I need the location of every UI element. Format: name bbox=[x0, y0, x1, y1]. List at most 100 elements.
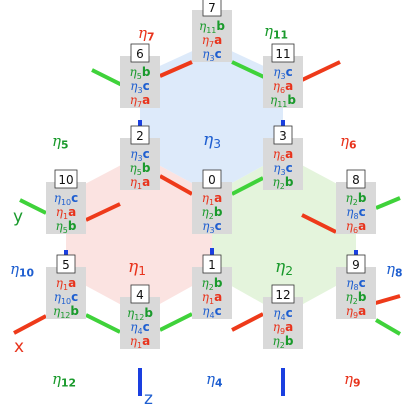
plaquette-label-eta9: η9 bbox=[344, 370, 361, 390]
axis-label-z: z bbox=[144, 389, 153, 409]
node-operator-row: η1a bbox=[202, 191, 222, 207]
node-background bbox=[263, 56, 303, 108]
plaquette-label-eta11: η11 bbox=[264, 22, 288, 42]
axis-label-y: y bbox=[13, 207, 23, 227]
node-number: 9 bbox=[352, 258, 360, 272]
node-operator-row: η10c bbox=[54, 290, 79, 306]
bond-y bbox=[159, 312, 193, 332]
node-operator-row: η9a bbox=[346, 304, 366, 320]
bonds bbox=[13, 3, 402, 396]
node-operator-row: η3c bbox=[273, 65, 292, 81]
node-background bbox=[192, 182, 232, 234]
node-number: 7 bbox=[208, 1, 216, 15]
plaquette-fills bbox=[66, 42, 356, 315]
node-number-box bbox=[54, 169, 78, 189]
node-operator-row: η4c bbox=[130, 320, 149, 336]
bond-x bbox=[159, 60, 193, 78]
node-operator-row: η2b bbox=[202, 205, 223, 221]
cell-eta1 bbox=[66, 155, 212, 315]
node-number: 3 bbox=[279, 129, 287, 143]
node-background bbox=[192, 267, 232, 319]
node-number: 5 bbox=[62, 258, 70, 272]
node-number: 10 bbox=[58, 173, 73, 187]
node-operator-row: η6a bbox=[273, 147, 293, 163]
plaquette-label-eta6: η6 bbox=[340, 132, 357, 152]
node-operator-row: η5b bbox=[130, 161, 151, 177]
plaquette-label-eta3: η3 bbox=[203, 130, 221, 151]
plaquette-label-eta2: η2 bbox=[275, 257, 293, 278]
node-background bbox=[46, 182, 86, 234]
node-operator-row: η8c bbox=[346, 205, 365, 221]
plaquette-label-eta4: η4 bbox=[206, 370, 223, 390]
node-operator-row: η1a bbox=[130, 175, 150, 191]
node-background bbox=[336, 267, 376, 319]
node-operator-row: η3c bbox=[273, 161, 292, 177]
node-operator-row: η2b bbox=[346, 290, 367, 306]
plaquette-label-eta5: η5 bbox=[52, 132, 69, 152]
node-operator-row: η3c bbox=[130, 147, 149, 163]
node-number: 11 bbox=[275, 47, 290, 61]
bond-x bbox=[159, 174, 193, 196]
node-operator-row: η3c bbox=[130, 79, 149, 95]
node-background bbox=[120, 138, 160, 190]
bond-y bbox=[85, 313, 121, 334]
node-operator-row: η2b bbox=[273, 175, 294, 191]
bond-y bbox=[375, 196, 401, 210]
node-number-box bbox=[130, 125, 150, 145]
plaquette-label-eta8: η8 bbox=[386, 260, 403, 280]
node-operator-row: η11b bbox=[199, 19, 225, 35]
node-number-box bbox=[202, 169, 222, 189]
node-operator-row: η2b bbox=[273, 334, 294, 350]
site-nodes: 0η1aη2bη3c1η2bη1aη4c2η3cη5bη1a3η6aη3cη2b… bbox=[46, 0, 376, 350]
node-background bbox=[263, 138, 303, 190]
node-operator-row: η12b bbox=[53, 304, 79, 320]
node-operator-row: η1a bbox=[202, 290, 222, 306]
cell-eta2 bbox=[212, 155, 356, 315]
node-background bbox=[336, 182, 376, 234]
node-operator-row: η10c bbox=[54, 191, 79, 207]
bond-y bbox=[374, 318, 402, 336]
node-number-box bbox=[130, 284, 150, 304]
bond-x bbox=[13, 314, 47, 335]
node-operator-row: η5b bbox=[130, 65, 151, 81]
node-number-box bbox=[130, 43, 150, 63]
node-background bbox=[120, 297, 160, 349]
node-operator-row: η9a bbox=[273, 320, 293, 336]
node-operator-row: η11b bbox=[270, 93, 296, 109]
plaquette-label-eta12: η12 bbox=[52, 370, 76, 390]
node-number: 2 bbox=[136, 129, 144, 143]
node-operator-row: η6a bbox=[273, 79, 293, 95]
node-number-box bbox=[271, 284, 295, 304]
node-operator-row: η2b bbox=[202, 276, 223, 292]
bond-x bbox=[301, 60, 341, 82]
plaquette-label-eta10: η10 bbox=[10, 260, 34, 280]
node-operator-row: η1a bbox=[130, 334, 150, 350]
node-operator-row: η4c bbox=[273, 306, 292, 322]
node-operator-row: η1a bbox=[56, 205, 76, 221]
node-background bbox=[46, 267, 86, 319]
node-operator-row: η6a bbox=[346, 219, 366, 235]
node-number-box bbox=[346, 254, 366, 274]
node-number-box bbox=[56, 254, 76, 274]
node-operator-row: η2b bbox=[346, 191, 367, 207]
node-number-box bbox=[202, 254, 222, 274]
axis-label-x: x bbox=[14, 337, 24, 357]
bond-x bbox=[231, 312, 264, 332]
bond-x bbox=[371, 294, 401, 306]
plaquette-label-eta1: η1 bbox=[128, 257, 146, 278]
node-operator-row: η7a bbox=[202, 33, 222, 49]
bond-y bbox=[231, 176, 264, 196]
node-background bbox=[192, 10, 232, 62]
